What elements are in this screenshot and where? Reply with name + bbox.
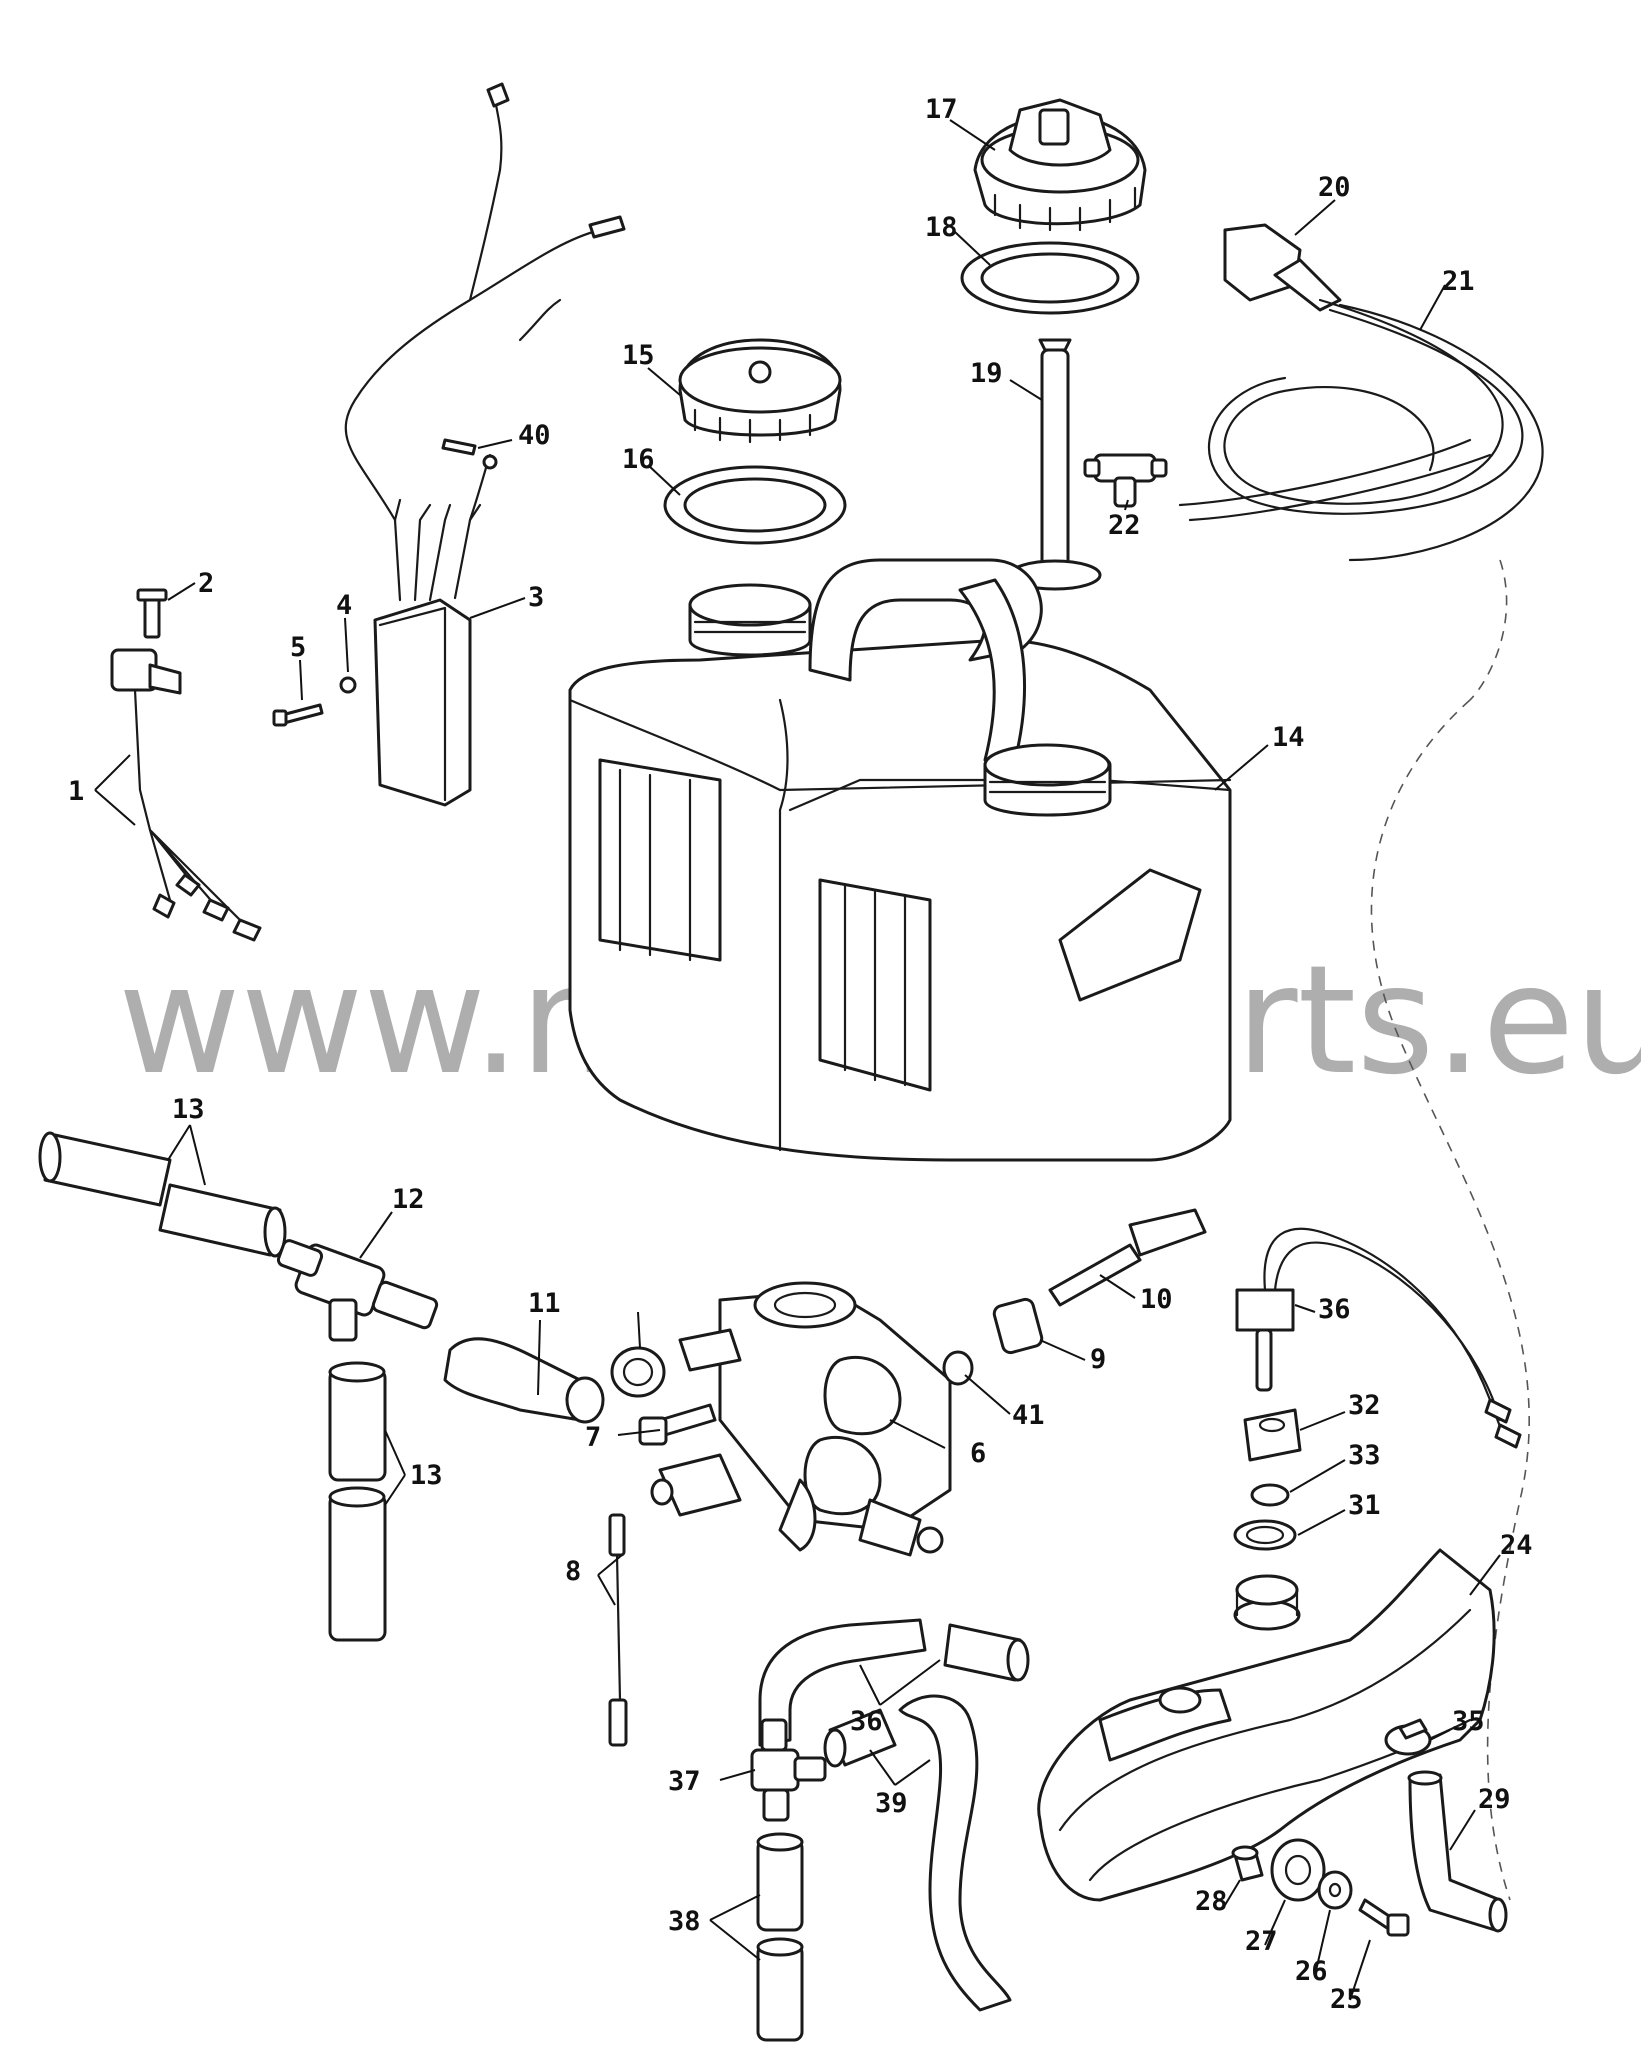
callout-19: 19 <box>970 358 1003 389</box>
t-fitting-37 <box>750 1718 827 1822</box>
callout-39: 39 <box>875 1788 908 1819</box>
callout-17: 17 <box>925 94 958 125</box>
fuel-tank-14 <box>568 558 1232 1162</box>
link-rod-8 <box>608 1513 628 1747</box>
gasket-16 <box>663 465 847 545</box>
callout-40: 40 <box>518 420 551 451</box>
hose-38 <box>756 1832 804 2042</box>
callout-6: 6 <box>970 1438 986 1469</box>
callout-labels: 1 2 3 4 5 6 7 8 9 10 11 12 13 13 14 15 1… <box>68 94 1533 2015</box>
fuel-gauge-cap-17 <box>973 98 1147 232</box>
cap-31-36 <box>1233 1574 1301 1631</box>
callout-36-sender: 36 <box>1318 1294 1351 1325</box>
callout-12: 12 <box>392 1184 425 1215</box>
callout-2: 2 <box>198 568 214 599</box>
callout-36-hose: 36 <box>850 1706 883 1737</box>
fuel-pump-6 <box>650 1281 952 1557</box>
fitting-9 <box>992 1297 1044 1355</box>
callout-18: 18 <box>925 212 958 243</box>
phantom-outline-upper <box>1469 559 1508 701</box>
hose-39 <box>823 1694 1012 2012</box>
callout-4: 4 <box>336 590 352 621</box>
hose-29 <box>1407 1770 1508 1933</box>
callout-33: 33 <box>1348 1440 1381 1471</box>
callout-1: 1 <box>68 776 84 807</box>
fuel-line-assembly <box>1178 223 1544 562</box>
hose-11 <box>443 1337 605 1424</box>
gasket-18 <box>960 241 1140 315</box>
callout-21: 21 <box>1442 266 1475 297</box>
callout-32: 32 <box>1348 1390 1381 1421</box>
callout-13-lower: 13 <box>410 1460 443 1491</box>
filler-cap-15 <box>678 338 842 444</box>
washer-4 <box>339 676 357 694</box>
callout-31: 31 <box>1348 1490 1381 1521</box>
callout-16: 16 <box>622 444 655 475</box>
washer-33 <box>1250 1483 1290 1507</box>
callout-25: 25 <box>1330 1984 1363 2015</box>
screw-2 <box>136 588 168 639</box>
callout-35: 35 <box>1452 1706 1485 1737</box>
screw-5 <box>272 703 324 727</box>
t-fitting-12 <box>276 1239 439 1342</box>
callout-20: 20 <box>1318 172 1351 203</box>
callout-24: 24 <box>1500 1530 1533 1561</box>
fitting-22 <box>1083 453 1168 508</box>
callout-15: 15 <box>622 340 655 371</box>
oil-sender-36 <box>1235 1227 1522 1449</box>
callout-41: 41 <box>1012 1400 1045 1431</box>
callout-11: 11 <box>528 1288 561 1319</box>
callout-27: 27 <box>1245 1926 1278 1957</box>
clamp-34 <box>610 1346 666 1398</box>
callout-10: 10 <box>1140 1284 1173 1315</box>
screw-7 <box>638 1403 717 1446</box>
leader-lines <box>94 119 1501 2001</box>
ignition-switch-harness <box>110 648 262 942</box>
callout-22: 22 <box>1108 510 1141 541</box>
nut-32 <box>1243 1408 1302 1462</box>
callout-3: 3 <box>528 582 544 613</box>
hose-13-lower <box>328 1361 387 1642</box>
screw-25 <box>1358 1898 1410 1937</box>
callout-26: 26 <box>1295 1956 1328 1987</box>
callout-14: 14 <box>1272 722 1305 753</box>
hose-36 <box>758 1618 1030 1747</box>
callout-28: 28 <box>1195 1886 1228 1917</box>
grommet-27 <box>1270 1838 1326 1902</box>
washer-26 <box>1317 1870 1353 1910</box>
callout-38: 38 <box>668 1906 701 1937</box>
screw-40 <box>441 438 498 470</box>
hose-13-upper <box>38 1131 287 1258</box>
callout-37: 37 <box>668 1766 701 1797</box>
callout-8: 8 <box>565 1556 581 1587</box>
gasket-31 <box>1233 1519 1297 1551</box>
callout-13-upper: 13 <box>172 1094 205 1125</box>
fitting-10 <box>1048 1208 1207 1307</box>
callout-29: 29 <box>1478 1784 1511 1815</box>
oil-tank-24 <box>1037 1548 1496 1902</box>
clamp-35 <box>1384 1718 1432 1756</box>
callout-7: 7 <box>585 1422 601 1453</box>
grommet-28 <box>1231 1845 1264 1882</box>
callout-5: 5 <box>290 632 306 663</box>
o-ring-41 <box>942 1350 974 1386</box>
phantom-outline <box>1370 699 1530 1901</box>
callout-9: 9 <box>1090 1344 1106 1375</box>
